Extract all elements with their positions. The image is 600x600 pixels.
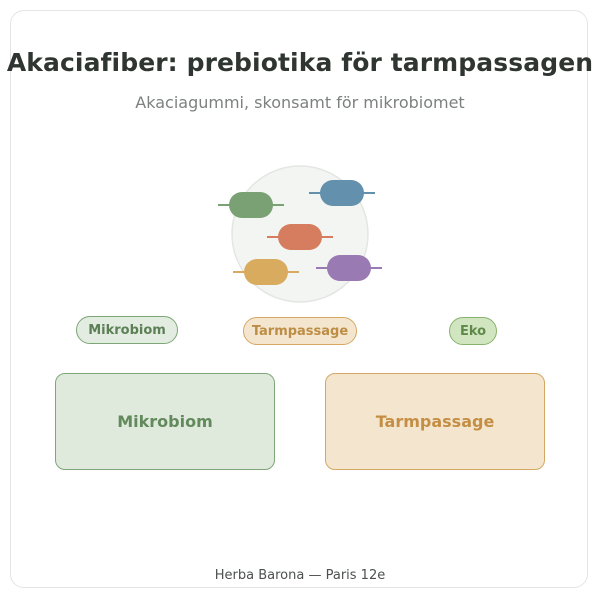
tag-microbiome: Mikrobiom bbox=[76, 316, 178, 344]
bacterium-yellow bbox=[233, 259, 299, 285]
page-subtitle: Akaciagummi, skonsamt för mikrobiomet bbox=[135, 93, 465, 112]
bacterium-green bbox=[218, 192, 284, 218]
box-transit-label: Tarmpassage bbox=[375, 412, 495, 431]
box-microbiome-label: Mikrobiom bbox=[117, 412, 213, 431]
tag-transit: Tarmpassage bbox=[243, 317, 357, 345]
bacterium-red bbox=[267, 224, 333, 250]
tag-eco: Eko bbox=[449, 317, 497, 345]
bacterium-blue bbox=[309, 180, 375, 206]
bacterium-purple bbox=[316, 255, 382, 281]
box-microbiome: Mikrobiom bbox=[55, 373, 275, 470]
page-title: Akaciafiber: prebiotika för tarmpassagen bbox=[6, 48, 594, 77]
box-transit: Tarmpassage bbox=[325, 373, 545, 470]
footer-credit: Herba Barona — Paris 12e bbox=[214, 568, 386, 583]
